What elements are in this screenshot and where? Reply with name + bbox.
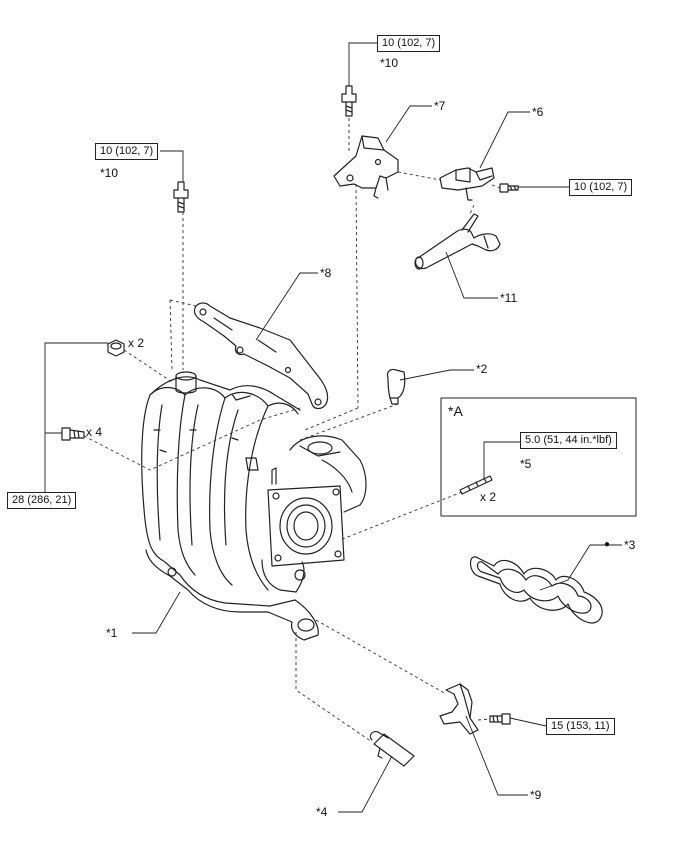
non-reusable-dot: ● <box>604 539 611 550</box>
nut <box>107 339 125 357</box>
callout-2: *2 <box>476 362 488 376</box>
bolt-left <box>173 181 189 213</box>
callout-10-top: *10 <box>380 56 399 70</box>
torque-spec-15: 15 (153, 11) <box>546 718 615 735</box>
bracket-7 <box>333 135 399 199</box>
callout-6: *6 <box>532 105 544 119</box>
hose-4 <box>369 731 415 767</box>
callout-9: *9 <box>530 788 542 802</box>
callout-7: *7 <box>434 99 446 113</box>
qty-nut: x 2 <box>128 336 145 350</box>
gasket-3 <box>469 556 603 624</box>
hose-11 <box>414 213 501 270</box>
callout-5: *5 <box>520 457 532 471</box>
torque-spec-stud: 5.0 (51, 44 in.*lbf) <box>520 432 617 449</box>
torque-spec-top: 10 (102, 7) <box>377 35 441 52</box>
plate-8 <box>193 302 329 410</box>
bolt-15 <box>489 713 511 725</box>
callout-11: *11 <box>500 291 518 305</box>
callout-1: *1 <box>106 626 118 640</box>
bracket-9 <box>439 683 479 735</box>
hose-2 <box>386 368 406 405</box>
callout-8: *8 <box>320 266 332 280</box>
bolt-top <box>341 85 357 117</box>
callout-4: *4 <box>316 805 328 819</box>
connector-6 <box>439 167 495 201</box>
bolt-right <box>499 183 519 193</box>
inset-title: *A <box>448 403 463 419</box>
bolt-x4 <box>61 427 85 441</box>
torque-spec-left: 10 (102, 7) <box>95 143 159 160</box>
torque-spec-right: 10 (102, 7) <box>569 179 633 196</box>
intake-manifold <box>141 371 367 641</box>
callout-3: *3 <box>624 538 636 552</box>
qty-bolt: x 4 <box>86 425 103 439</box>
callout-10-left: *10 <box>100 166 119 180</box>
torque-spec-28: 28 (286, 21) <box>7 492 77 509</box>
qty-stud: x 2 <box>480 490 497 504</box>
